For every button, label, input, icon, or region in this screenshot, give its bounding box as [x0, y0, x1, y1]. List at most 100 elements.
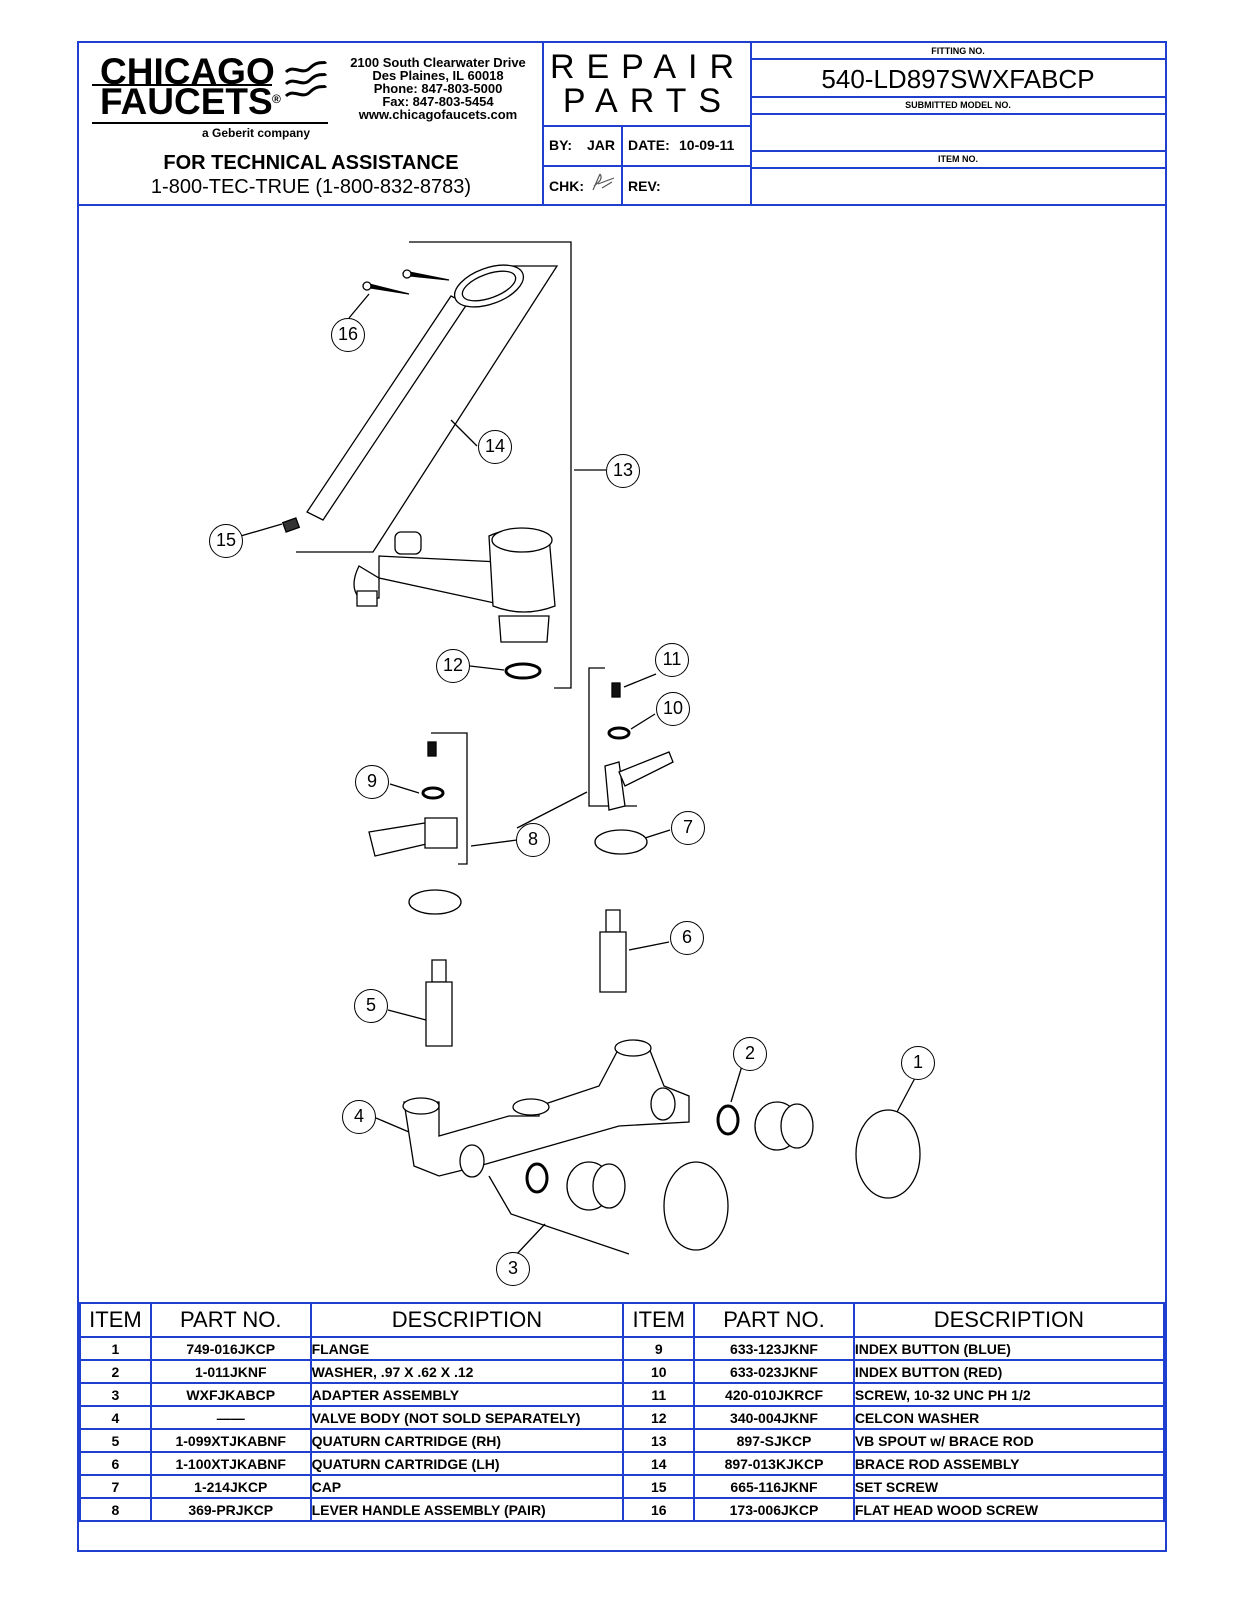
bracket-14 [296, 265, 559, 553]
part-description: WASHER, .97 X .62 X .12 [309, 1359, 625, 1384]
part-number: 897-013KJKCP [693, 1451, 855, 1476]
part-description: INDEX BUTTON (BLUE) [852, 1336, 1166, 1361]
part-number: 749-016JKCP [149, 1336, 312, 1361]
item-number: 10 [622, 1359, 696, 1384]
submitted-model-label: SUBMITTED MODEL NO. [905, 100, 1011, 110]
part-description: FLAT HEAD WOOD SCREW [852, 1497, 1166, 1522]
date-label: DATE: [628, 137, 670, 153]
callout-item: 4 [342, 1100, 376, 1134]
table-row: 3 WXFJKABCP ADAPTER ASSEMBLY 11 420-010J… [79, 1382, 1166, 1407]
part-number: —— [149, 1405, 312, 1430]
part-number: 1-100XTJKABNF [149, 1451, 312, 1476]
callout-item: 1 [901, 1046, 935, 1080]
part-description: ADAPTER ASSEMBLY [309, 1382, 625, 1407]
bracket-8-left [431, 732, 468, 865]
logo-name-line1: CHICAGO [100, 51, 275, 92]
address-line: 2100 South Clearwater Drive [350, 55, 526, 70]
logo-name-line2: FAUCETS [100, 81, 273, 122]
part-number: 633-023JKNF [693, 1359, 855, 1384]
callout-item: 7 [671, 811, 705, 845]
registered-mark: ® [272, 92, 281, 106]
item-no-label: ITEM NO. [938, 154, 978, 164]
item-number: 4 [79, 1405, 152, 1430]
item-number: 1 [79, 1336, 152, 1361]
part-number: 897-SJKCP [693, 1428, 855, 1453]
part-description: INDEX BUTTON (RED) [852, 1359, 1166, 1384]
part-number: 665-116JKNF [693, 1474, 855, 1499]
exploded-view-drawing [226, 241, 921, 1257]
callout-item: 13 [606, 454, 640, 488]
part-number: 1-214JKCP [149, 1474, 312, 1499]
callout-item: 14 [478, 430, 512, 464]
header-description: DESCRIPTION [852, 1302, 1166, 1338]
address-line: www.chicagofaucets.com [358, 107, 518, 122]
table-row: 8 369-PRJKCP LEVER HANDLE ASSEMBLY (PAIR… [79, 1497, 1166, 1522]
part-description: QUATURN CARTRIDGE (RH) [309, 1428, 625, 1453]
repair-rule [542, 125, 750, 127]
item-number: 9 [622, 1336, 696, 1361]
bracket-3 [488, 1175, 630, 1255]
technical-assistance-phone: 1-800-TEC-TRUE (1-800-832-8783) [150, 176, 472, 198]
callout-item: 6 [670, 921, 704, 955]
checker-initials-signature [592, 173, 615, 191]
item-number: 6 [79, 1451, 152, 1476]
item-number: 14 [622, 1451, 696, 1476]
logo-top-rule [92, 84, 272, 86]
part-number: 633-123JKNF [693, 1336, 855, 1361]
part-description: BRACE ROD ASSEMBLY [852, 1451, 1166, 1476]
part-description: CAP [309, 1474, 625, 1499]
header-divider-2 [750, 41, 752, 206]
item-number: 8 [79, 1497, 152, 1522]
callout-item: 5 [354, 989, 388, 1023]
title-line2: PARTS [562, 82, 734, 120]
part-description: LEVER HANDLE ASSEMBLY (PAIR) [309, 1497, 625, 1522]
fitting-rule-2 [750, 96, 1167, 98]
table-row: 6 1-100XTJKABNF QUATURN CARTRIDGE (LH) 1… [79, 1451, 1166, 1476]
part-number: 173-006JKCP [693, 1497, 855, 1522]
header-part-no: PART NO. [149, 1302, 312, 1338]
address-line: Phone: 847-803-5000 [373, 81, 503, 96]
drawing-sheet [77, 41, 1167, 1552]
date-value: 10-09-11 [679, 137, 735, 153]
part-number: 1-011JKNF [149, 1359, 312, 1384]
bracket-13 [409, 241, 572, 689]
table-header-row: ITEM PART NO. DESCRIPTION ITEM PART NO. … [79, 1302, 1166, 1338]
item-number: 16 [622, 1497, 696, 1522]
parts-table: ITEM PART NO. DESCRIPTION ITEM PART NO. … [79, 1302, 1166, 1522]
table-row: 4 —— VALVE BODY (NOT SOLD SEPARATELY) 12… [79, 1405, 1166, 1430]
fitting-rule-1 [750, 58, 1167, 60]
item-number: 2 [79, 1359, 152, 1384]
fitting-rule-4 [750, 150, 1167, 152]
rev-label: REV: [628, 178, 661, 194]
logo-bottom-rule [92, 122, 328, 124]
by-label: BY: [549, 137, 573, 153]
part-description: VB SPOUT w/ BRACE ROD [852, 1428, 1166, 1453]
wave-logo-icon [284, 60, 328, 98]
item-number: 15 [622, 1474, 696, 1499]
table-row: 1 749-016JKCP FLANGE 9 633-123JKNF INDEX… [79, 1336, 1166, 1361]
callout-item: 12 [436, 649, 470, 683]
part-description: CELCON WASHER [852, 1405, 1166, 1430]
part-description: SET SCREW [852, 1474, 1166, 1499]
callout-item: 8 [516, 823, 550, 857]
header-description: DESCRIPTION [309, 1302, 625, 1338]
part-number: 420-010JKRCF [693, 1382, 855, 1407]
part-number: WXFJKABCP [149, 1382, 312, 1407]
callout-item: 10 [656, 692, 690, 726]
technical-assistance-title: FOR TECHNICAL ASSISTANCE [163, 152, 459, 174]
callout-item: 3 [496, 1252, 530, 1286]
part-number: 340-004JKNF [693, 1405, 855, 1430]
address-line: Fax: 847-803-5454 [382, 94, 494, 109]
callout-item: 16 [331, 318, 365, 352]
header-item: ITEM [622, 1302, 696, 1338]
fitting-no-value: 540-LD897SWXFABCP [821, 64, 1095, 94]
callout-item: 9 [355, 765, 389, 799]
table-row: 2 1-011JKNF WASHER, .97 X .62 X .12 10 6… [79, 1359, 1166, 1384]
company-address: 2100 South Clearwater Drive Des Plaines,… [340, 56, 536, 121]
header-part-no: PART NO. [693, 1302, 855, 1338]
part-description: VALVE BODY (NOT SOLD SEPARATELY) [309, 1405, 625, 1430]
fitting-rule-3 [750, 113, 1167, 115]
chk-label: CHK: [549, 178, 584, 194]
callout-item: 15 [209, 524, 243, 558]
part-description: QUATURN CARTRIDGE (LH) [309, 1451, 625, 1476]
